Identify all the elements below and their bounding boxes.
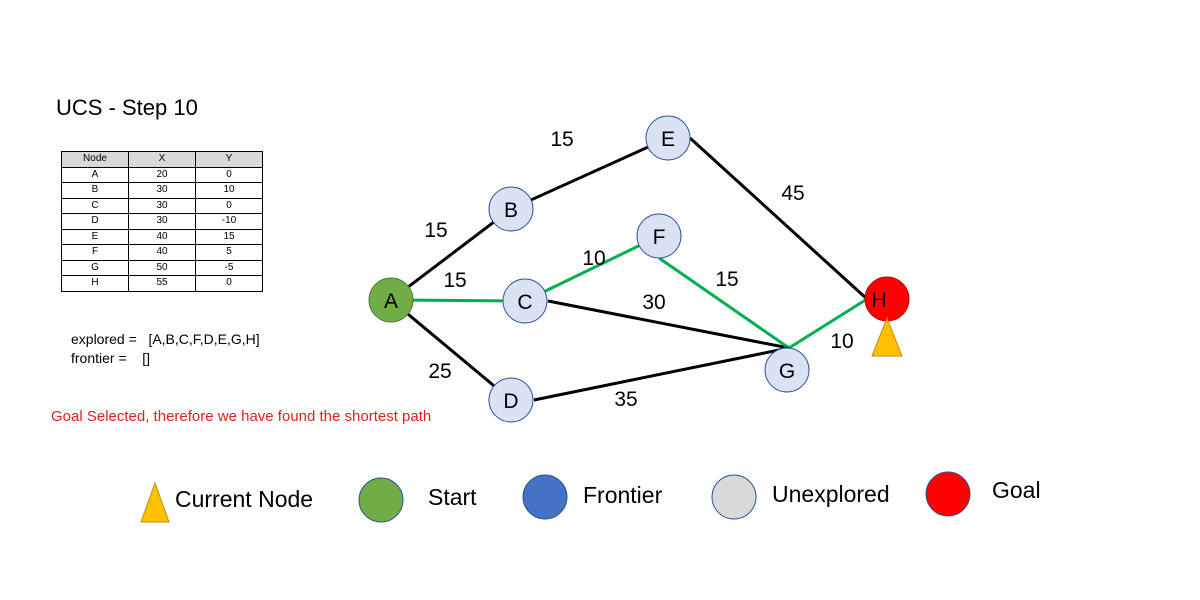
edge-weight-a-b: 15 <box>424 219 447 242</box>
edge-weight-a-d: 25 <box>428 360 451 383</box>
graph-nodes: A B C D E F G H <box>368 115 910 423</box>
legend-label: Goal <box>992 477 1041 503</box>
legend-item-unexplored: Unexplored <box>711 474 890 520</box>
frontier-list: frontier = [] <box>71 350 150 366</box>
circle-icon <box>711 474 757 520</box>
edge-d-g <box>533 346 790 402</box>
node-label: A <box>384 290 398 313</box>
page-title: UCS - Step 10 <box>56 95 198 120</box>
legend-label: Start <box>428 484 477 510</box>
edge-c-g <box>547 299 790 350</box>
node-circle <box>368 277 414 323</box>
edge-weight-c-g: 30 <box>642 291 665 314</box>
node-label: G <box>779 360 795 383</box>
node-label: C <box>517 291 532 314</box>
node-a: A <box>368 277 414 323</box>
edge-weight-f-g: 15 <box>715 268 738 291</box>
edge-g-h <box>788 297 868 350</box>
edge-e-h <box>688 136 869 301</box>
node-circle <box>488 377 534 423</box>
current-node-marker-layer <box>871 316 903 357</box>
edge-a-d <box>406 312 496 388</box>
legend: Current Node Start Frontier Unexplored Goal <box>140 471 1041 523</box>
triangle-icon <box>140 481 170 523</box>
edge-c-f <box>544 244 640 293</box>
edge-a-b <box>407 221 495 288</box>
edge-a-c <box>412 298 504 303</box>
node-label: B <box>504 199 518 222</box>
table-cell-node: H <box>61 275 129 292</box>
node-h: H <box>864 276 910 322</box>
node-label: F <box>653 226 666 249</box>
edge-weight-c-f: 10 <box>582 247 605 270</box>
node-circle <box>488 186 534 232</box>
edge-b-e <box>530 145 649 202</box>
edge-weight-d-g: 35 <box>614 388 637 411</box>
legend-item-start: Start <box>358 477 477 523</box>
node-circle <box>764 347 810 393</box>
node-circle <box>636 213 682 259</box>
circle-icon <box>925 471 971 517</box>
explored-list: explored = [A,B,C,F,D,E,G,H] <box>71 331 260 347</box>
node-g: G <box>764 347 810 393</box>
node-e: E <box>645 115 691 161</box>
legend-label: Frontier <box>583 482 663 508</box>
legend-item-goal: Goal <box>925 471 1041 517</box>
node-label: D <box>503 390 518 413</box>
legend-item-frontier: Frontier <box>522 474 663 520</box>
circle-icon <box>358 477 404 523</box>
legend-label: Unexplored <box>772 481 890 507</box>
edge-weight-a-c: 15 <box>443 269 466 292</box>
current-node-marker-icon <box>871 316 903 357</box>
node-circle <box>502 278 548 324</box>
edge-f-g <box>658 256 790 350</box>
graph-edges: 15 15 25 15 10 30 15 35 45 10 <box>406 128 869 411</box>
node-circle <box>645 115 691 161</box>
node-b: B <box>488 186 534 232</box>
table-cell-y: 0 <box>195 275 263 292</box>
edge-weight-g-h: 10 <box>830 330 853 353</box>
table-header-y: Y <box>195 151 263 168</box>
node-d: D <box>488 377 534 423</box>
edge-weight-e-h: 45 <box>781 182 804 205</box>
edge-weight-b-e: 15 <box>550 128 573 151</box>
legend-item-current-node: Current Node <box>140 481 313 523</box>
node-label: H <box>871 289 886 312</box>
table-header-x: X <box>128 151 196 168</box>
node-label: E <box>661 128 675 151</box>
legend-label: Current Node <box>175 486 313 512</box>
node-f: F <box>636 213 682 259</box>
circle-icon <box>522 474 568 520</box>
node-c: C <box>502 278 548 324</box>
table-header-row: Node X Y <box>61 151 263 168</box>
status-message: Goal Selected, therefore we have found t… <box>51 408 432 425</box>
